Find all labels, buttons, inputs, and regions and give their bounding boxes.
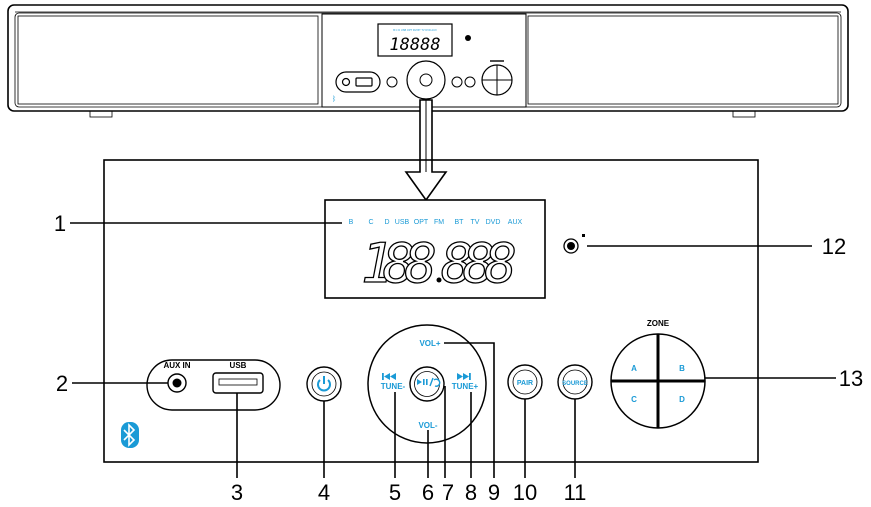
indicator-fm: FM	[434, 219, 444, 226]
soundbar-right-grille	[527, 15, 839, 105]
callout-9: 9	[488, 480, 500, 505]
vol-plus-label: VOL+	[419, 339, 440, 348]
indicator-usb: USB	[395, 219, 410, 226]
display-digits-left: 188	[361, 232, 437, 295]
top-usb-port	[355, 77, 373, 87]
prev-icon	[382, 373, 396, 380]
indicator-tv: TV	[471, 219, 480, 226]
pair-label: PAIR	[517, 380, 533, 387]
soundbar-top-view: B C D USB OPT FM BT TV DVD AUX 18888 ᛒ	[7, 4, 849, 118]
display-decimal-point	[436, 277, 442, 283]
source-button-inner	[562, 369, 588, 395]
callout-10: 10	[513, 480, 537, 505]
callout-12: 12	[822, 234, 846, 259]
top-bluetooth-icon: ᛒ	[332, 95, 336, 103]
front-display	[324, 199, 546, 299]
top-pair-button	[451, 76, 463, 88]
indicator-dvd: DVD	[486, 219, 501, 226]
callout-13: 13	[839, 366, 863, 391]
vol-minus-label: VOL-	[418, 421, 437, 430]
aux-in-jack-hole	[172, 378, 182, 388]
callout-8: 8	[465, 480, 477, 505]
power-icon	[317, 376, 331, 392]
display-digits-right: 888	[441, 232, 517, 295]
top-display-digits: 18888	[389, 35, 440, 55]
play-pause-repeat-icon	[417, 377, 441, 387]
soundbar-foot-right	[732, 110, 756, 118]
leader-9	[444, 342, 495, 478]
tune-plus-label: TUNE+	[452, 382, 479, 391]
soundbar-foot-left	[89, 110, 113, 118]
pair-button-inner	[512, 369, 538, 395]
top-ir-sensor	[465, 35, 471, 41]
top-display	[377, 23, 453, 57]
source-label: SOURCE	[562, 381, 588, 387]
indicator-opt: OPT	[414, 219, 429, 226]
zone-label: ZONE	[647, 319, 670, 328]
top-play-button	[419, 73, 433, 87]
front-panel-frame	[103, 159, 759, 463]
callout-1: 1	[54, 211, 66, 236]
indicator-bt: BT	[455, 219, 465, 226]
tune-minus-label: TUNE-	[381, 382, 406, 391]
callout-5: 5	[389, 480, 401, 505]
bluetooth-icon	[121, 422, 139, 448]
ir-sensor-core	[567, 242, 575, 250]
next-icon	[457, 373, 471, 380]
indicator-d: D	[384, 219, 389, 226]
top-aux-jack	[341, 77, 351, 87]
usb-label: USB	[230, 361, 247, 370]
ir-sensor-led	[582, 234, 585, 237]
indicator-c: C	[368, 219, 373, 226]
aux-in-label: AUX IN	[163, 361, 190, 370]
source-indicators: B C D USB OPT FM BT TV DVD AUX	[349, 219, 523, 226]
top-power-button	[386, 76, 398, 88]
callout-7: 7	[442, 480, 454, 505]
callout-2: 2	[56, 371, 68, 396]
callout-3: 3	[231, 480, 243, 505]
callout-numbers: 1 2 3 4 5 6 7 8 9 10 11 12 13	[54, 211, 863, 505]
soundbar-left-grille	[17, 15, 319, 105]
top-source-button	[464, 76, 476, 88]
indicator-aux: AUX	[508, 219, 523, 226]
zoom-arrow	[404, 99, 448, 202]
callout-4: 4	[318, 480, 330, 505]
top-display-indicators: B C D USB OPT FM BT TV DVD AUX	[393, 28, 437, 32]
usb-port-tongue	[218, 378, 258, 386]
zone-c-label: C	[631, 395, 637, 404]
zone-a-label: A	[631, 364, 637, 373]
leader-lines	[70, 222, 836, 478]
callout-11: 11	[564, 480, 587, 505]
front-panel: B C D USB OPT FM BT TV DVD AUX 188 888 A…	[103, 159, 759, 463]
indicator-b: B	[349, 219, 354, 226]
zone-b-label: B	[679, 364, 685, 373]
callout-6: 6	[422, 480, 434, 505]
zone-d-label: D	[679, 395, 685, 404]
